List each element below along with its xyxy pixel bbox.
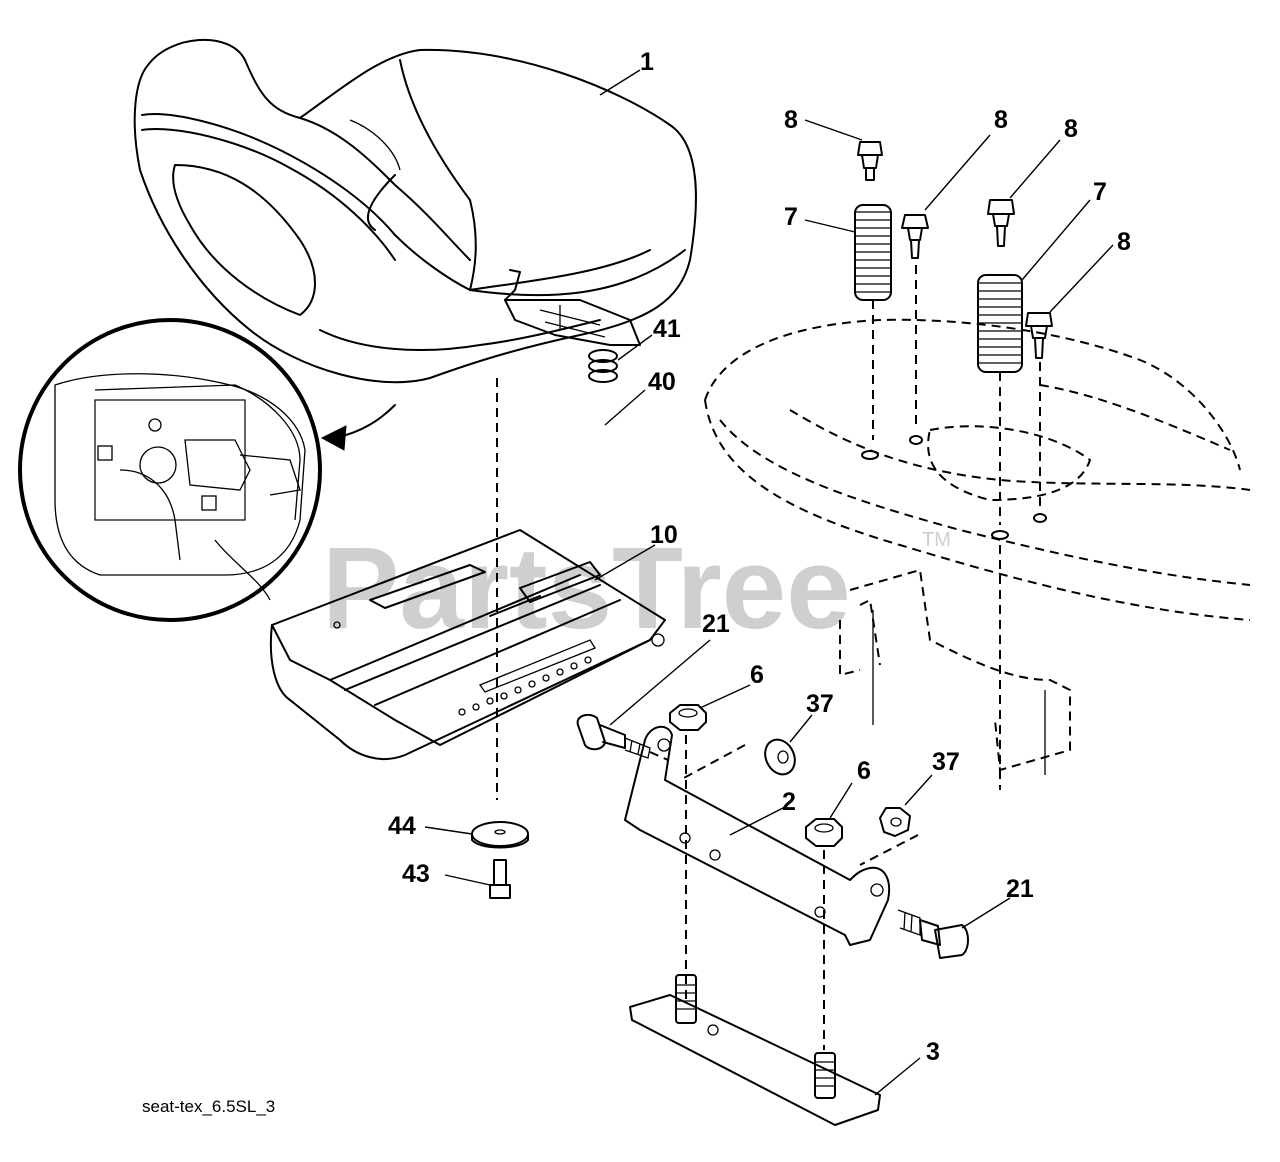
stud-right bbox=[814, 1052, 836, 1099]
watermark: PartsTree TM bbox=[322, 523, 951, 653]
callout-8: 8 bbox=[1064, 115, 1078, 143]
spring-part-7-b bbox=[977, 274, 1023, 373]
callout-8: 8 bbox=[994, 106, 1008, 134]
seat-part-1 bbox=[133, 39, 697, 384]
callout-6: 6 bbox=[750, 661, 764, 689]
bolt-part-43 bbox=[489, 859, 511, 899]
callout-21: 21 bbox=[1006, 875, 1034, 903]
callout-21: 21 bbox=[702, 610, 730, 638]
switch-detail-inset bbox=[18, 318, 396, 622]
switch-bracket-part-40 bbox=[504, 269, 641, 346]
callout-3: 3 bbox=[926, 1038, 940, 1066]
shoulder-bolt-part-21-b bbox=[897, 909, 969, 959]
watermark-trademark: TM bbox=[922, 529, 951, 551]
callout-43: 43 bbox=[402, 860, 430, 888]
nut-part-6-b bbox=[805, 818, 843, 847]
callout-7: 7 bbox=[1093, 178, 1107, 206]
washer-part-44 bbox=[471, 821, 529, 849]
spring-part-41 bbox=[588, 349, 618, 383]
washer-part-37-b bbox=[879, 807, 911, 837]
callout-7: 7 bbox=[784, 203, 798, 231]
callout-6: 6 bbox=[857, 757, 871, 785]
callout-10: 10 bbox=[650, 521, 678, 549]
callout-37: 37 bbox=[932, 748, 960, 776]
stud-left bbox=[675, 974, 697, 1024]
base-plate-part-3 bbox=[629, 994, 881, 1126]
callout-41: 41 bbox=[653, 315, 681, 343]
diagram-code: seat-tex_6.5SL_3 bbox=[142, 1097, 275, 1116]
bolt-part-8-a bbox=[857, 141, 883, 181]
leader-lines bbox=[424, 69, 1114, 1096]
callout-37: 37 bbox=[806, 690, 834, 718]
callout-8: 8 bbox=[1117, 228, 1131, 256]
fender-outline bbox=[704, 318, 1251, 772]
spring-part-7-a bbox=[854, 204, 892, 301]
mount-hole-a bbox=[861, 450, 879, 460]
shoulder-bolt-part-21-a bbox=[576, 713, 651, 759]
seat-pan-slots bbox=[458, 656, 592, 716]
watermark-text: PartsTree bbox=[322, 523, 851, 653]
callout-44: 44 bbox=[388, 812, 416, 840]
bolt-part-8-d bbox=[1025, 312, 1053, 359]
callout-1: 1 bbox=[640, 48, 654, 76]
bolt-part-8-b bbox=[901, 214, 929, 259]
seat-pan-part-10 bbox=[269, 529, 666, 760]
callout-40: 40 bbox=[648, 368, 676, 396]
callout-8: 8 bbox=[784, 106, 798, 134]
callout-2: 2 bbox=[782, 788, 796, 816]
callouts: 1 8 8 8 8 7 7 41 40 10 21 6 37 6 37 2 21… bbox=[388, 48, 1131, 1066]
nut-part-6-a bbox=[669, 704, 707, 731]
bolt-part-8-c bbox=[987, 199, 1015, 247]
washer-part-37-a bbox=[764, 738, 796, 776]
